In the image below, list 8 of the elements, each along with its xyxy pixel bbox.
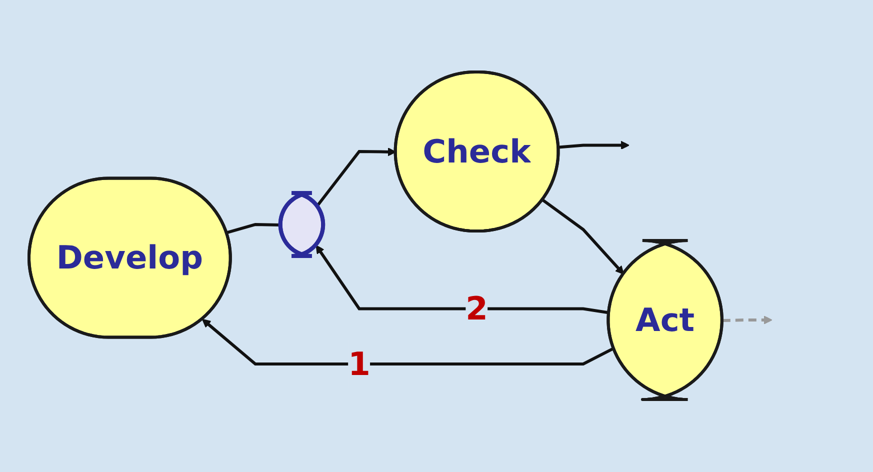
edge-label: 1 bbox=[348, 345, 370, 384]
arrow bbox=[542, 198, 624, 275]
arrow bbox=[558, 141, 630, 150]
connector bbox=[226, 223, 281, 234]
arrow bbox=[202, 319, 614, 366]
arrow bbox=[722, 316, 772, 325]
edge-label: 2 bbox=[466, 290, 488, 328]
arrow bbox=[316, 245, 610, 314]
